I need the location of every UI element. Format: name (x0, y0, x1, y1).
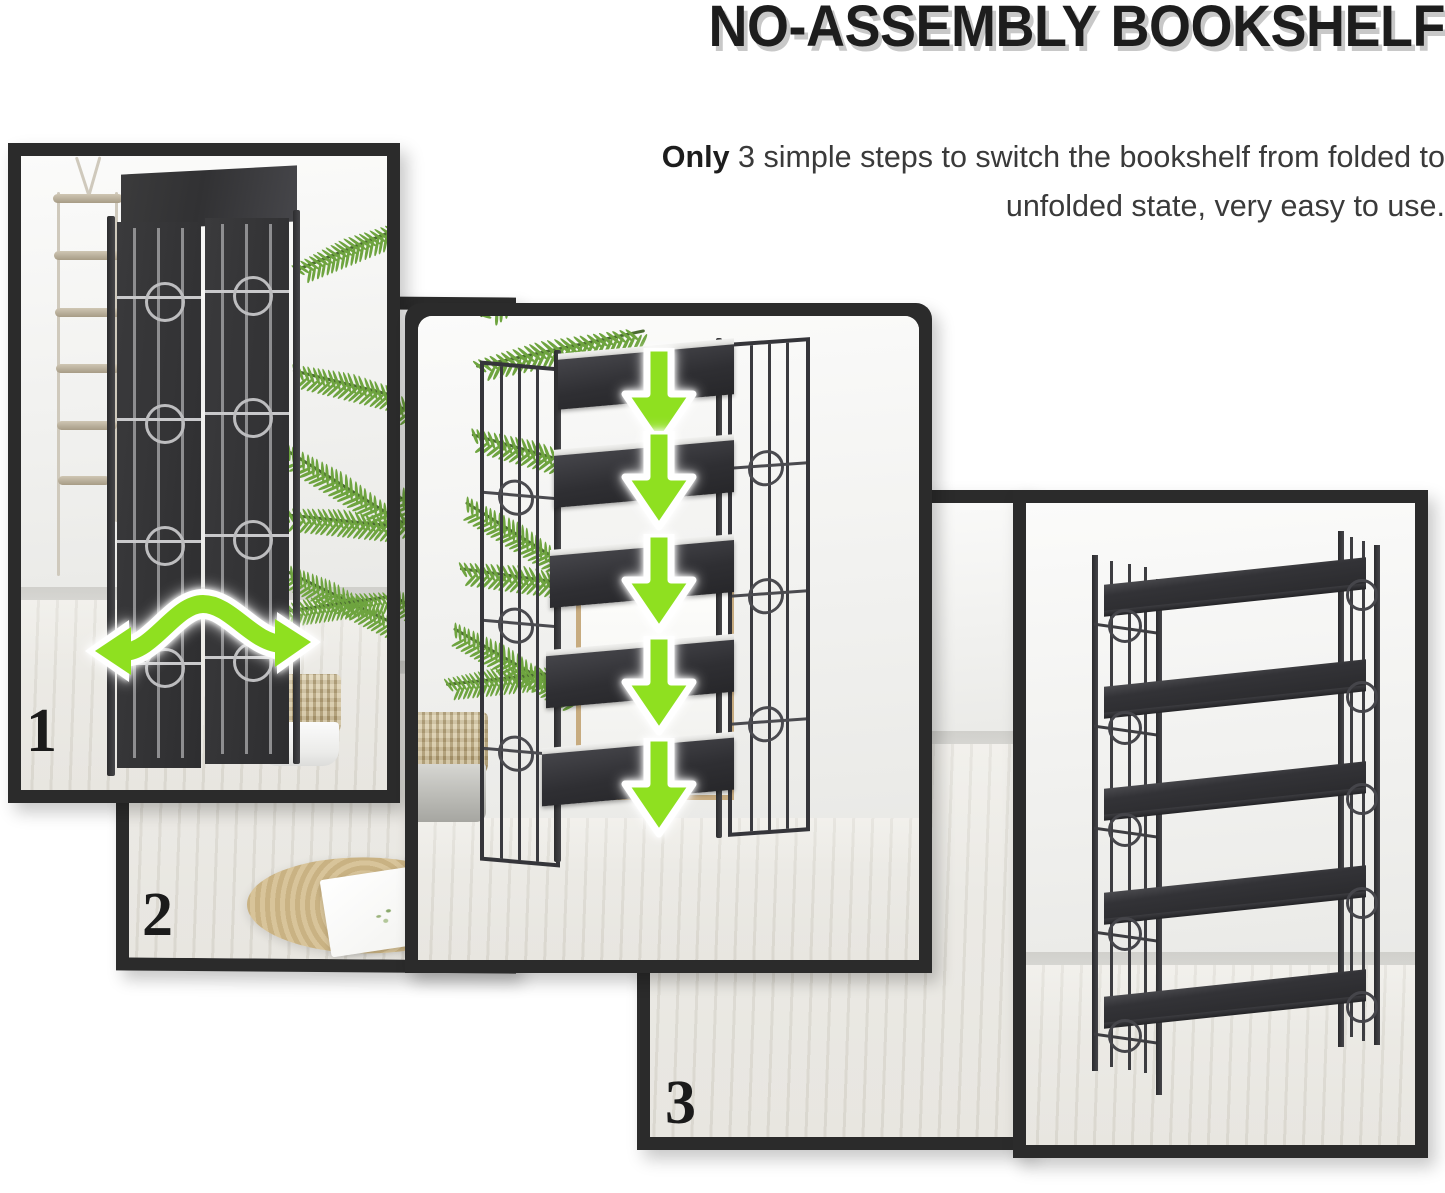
right-side-frame (728, 337, 810, 837)
step-3-photo-panel (405, 303, 932, 973)
step-3-number: 3 (665, 1069, 696, 1137)
result-photo-panel (1013, 490, 1428, 1158)
arrow-down-icon (621, 534, 697, 634)
unfolding-bookshelf (480, 336, 880, 892)
page-subtitle: Only 3 simple steps to switch the booksh… (600, 133, 1445, 231)
folded-bookshelf (105, 165, 305, 780)
rope-ladder-decor (51, 156, 123, 576)
step-1-image (21, 156, 387, 790)
double-arrow-icon (85, 588, 321, 682)
step-3-image (418, 316, 919, 960)
shelf-board (1104, 557, 1366, 613)
page-title: NO-ASSEMBLY BOOKSHELF (708, 0, 1445, 59)
arrow-down-icon (621, 738, 697, 838)
subtitle-text: 3 simple steps to switch the bookshelf f… (729, 140, 1445, 223)
result-image (1026, 503, 1415, 1145)
step-1-photo-panel (8, 143, 400, 803)
arrow-down-icon (621, 348, 697, 448)
subtitle-emphasis: Only (661, 140, 730, 174)
arrow-down-icon (621, 431, 697, 531)
arrow-down-icon (621, 636, 697, 736)
step-1-number: 1 (26, 697, 57, 765)
assembled-bookshelf (1088, 531, 1388, 1101)
step-2-number: 2 (142, 881, 173, 949)
